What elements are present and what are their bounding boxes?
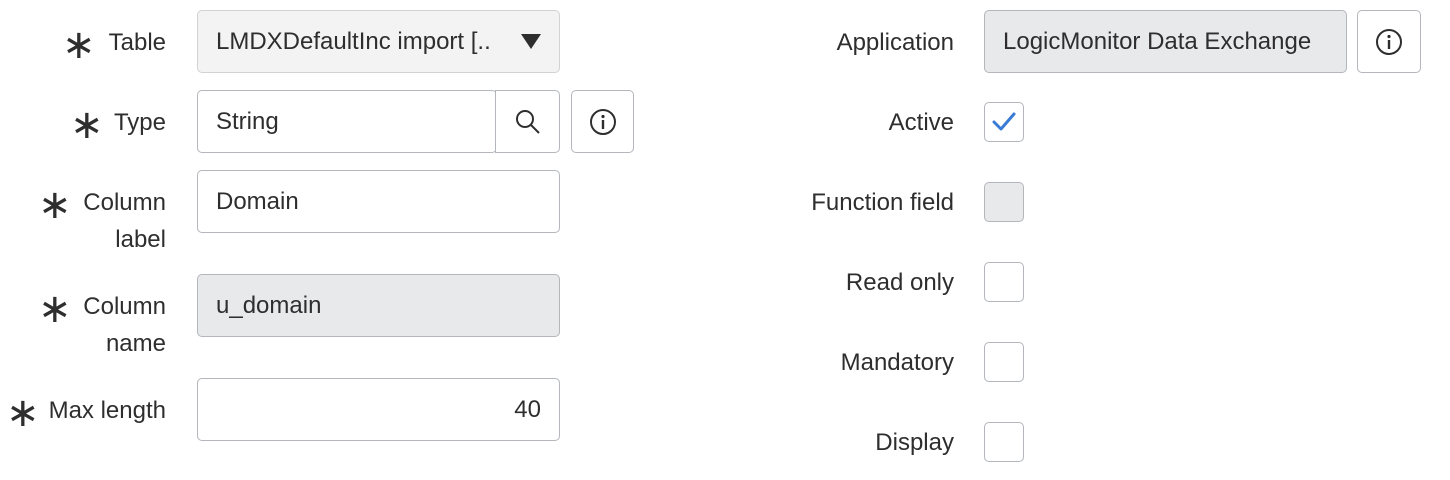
table-select-value: LMDXDefaultInc import [.. — [216, 27, 491, 55]
type-input-value: String — [216, 107, 279, 135]
max-length-input[interactable]: 40 — [197, 378, 560, 441]
info-icon — [1376, 28, 1402, 55]
application-value: LogicMonitor Data Exchange — [1003, 27, 1312, 55]
mandatory-label: Mandatory — [840, 349, 954, 376]
table-label: Table — [108, 29, 166, 56]
application-field: LogicMonitor Data Exchange — [984, 10, 1347, 73]
checkmark-icon — [992, 112, 1016, 131]
type-search-button[interactable] — [495, 90, 560, 153]
table-select[interactable]: LMDXDefaultInc import [.. — [197, 10, 560, 73]
function-field-label: Function field — [811, 189, 954, 216]
required-indicator: ∗ — [70, 102, 104, 148]
column-label-value: Domain — [216, 187, 299, 215]
application-info-button[interactable] — [1357, 10, 1421, 73]
required-indicator: ∗ — [62, 22, 96, 68]
column-label-label-line1: Column — [83, 189, 166, 216]
column-name-input: u_domain — [197, 274, 560, 337]
read-only-label: Read only — [845, 269, 954, 296]
display-checkbox[interactable] — [984, 422, 1024, 462]
column-label-label-line2: label — [115, 226, 166, 253]
application-label: Application — [836, 29, 954, 56]
required-indicator: ∗ — [6, 390, 40, 436]
search-icon — [515, 109, 540, 134]
column-name-label-line2: name — [105, 330, 166, 357]
info-icon — [589, 108, 616, 135]
column-label-input[interactable]: Domain — [197, 170, 560, 233]
active-checkbox[interactable] — [984, 102, 1024, 142]
column-name-label-line1: Column — [83, 293, 166, 320]
active-label: Active — [888, 109, 954, 136]
required-indicator: ∗ — [38, 286, 72, 332]
mandatory-checkbox[interactable] — [984, 342, 1024, 382]
caret-down-icon — [521, 34, 541, 49]
required-indicator: ∗ — [38, 182, 72, 228]
max-length-value: 40 — [514, 395, 541, 423]
max-length-label: Max length — [48, 397, 166, 424]
type-info-button[interactable] — [571, 90, 634, 153]
type-input[interactable]: String — [197, 90, 497, 153]
read-only-checkbox[interactable] — [984, 262, 1024, 302]
column-name-value: u_domain — [216, 291, 322, 319]
type-label: Type — [113, 109, 166, 136]
display-label: Display — [875, 429, 954, 456]
function-field-checkbox — [984, 182, 1024, 222]
